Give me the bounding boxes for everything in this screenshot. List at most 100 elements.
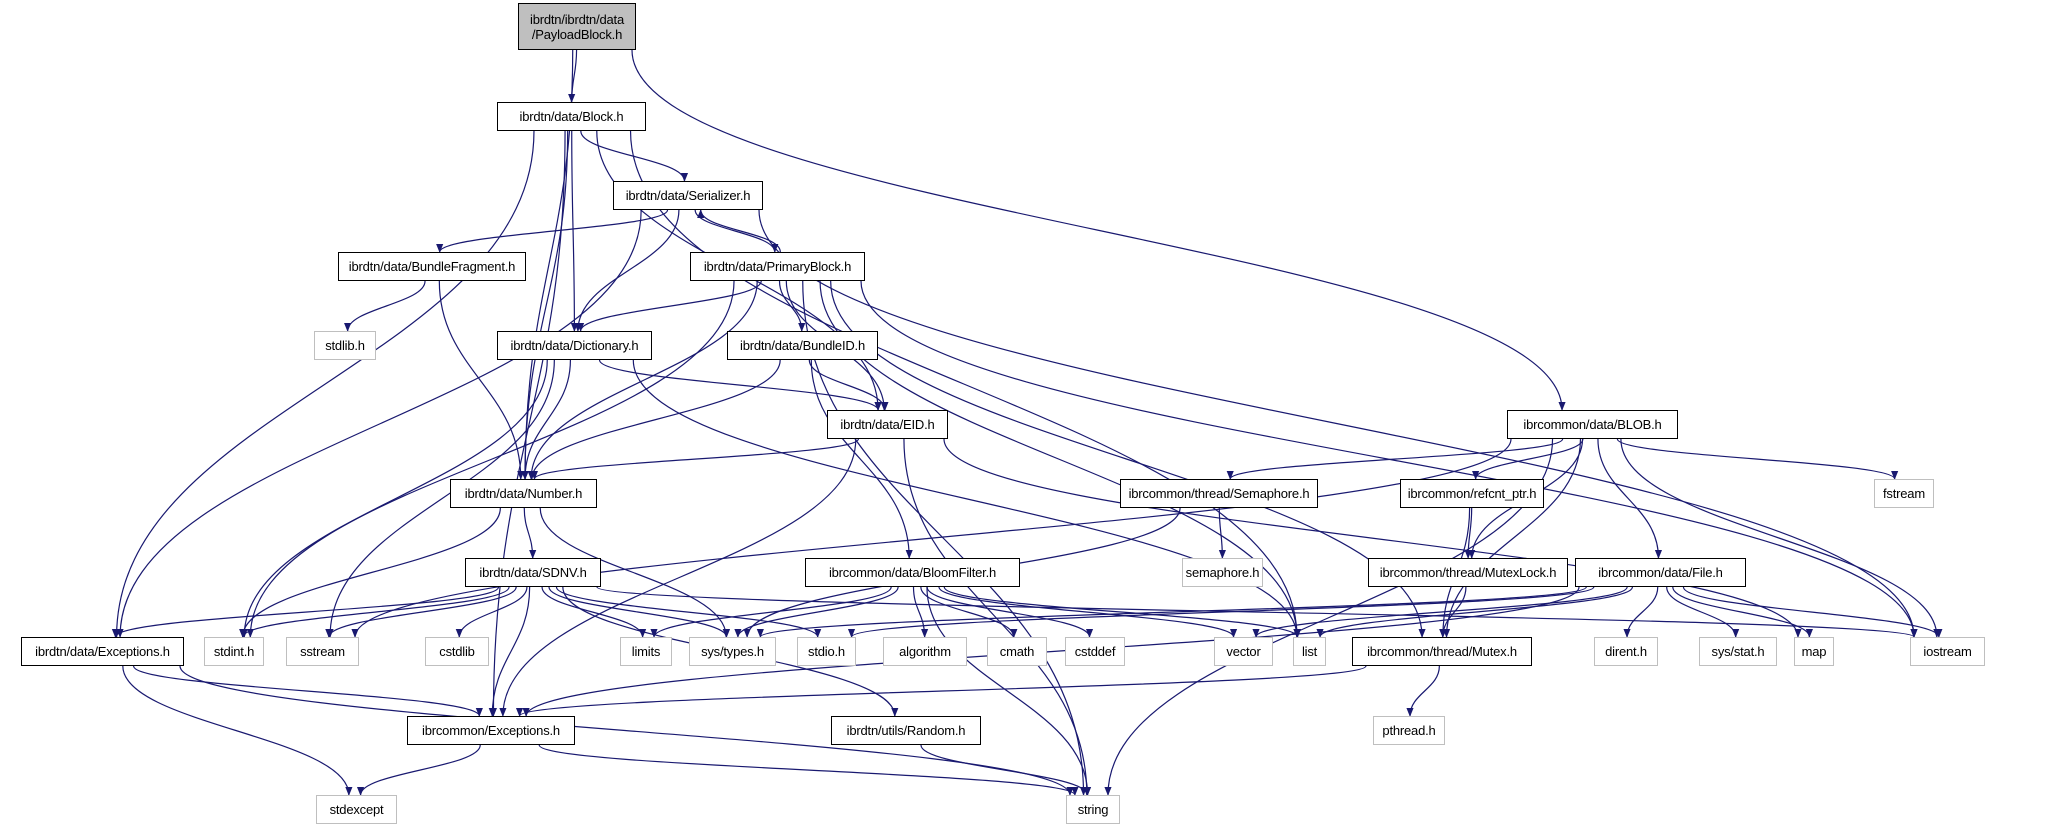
edge-number-to-sdnv <box>523 507 537 559</box>
edge-file-to-systypes <box>757 586 1587 638</box>
edge-blob-to-mutex <box>1442 438 1582 638</box>
edge-block-to-number <box>521 130 569 480</box>
edge-number-to-stdint <box>239 507 501 638</box>
node-refcnt[interactable]: ibrcommon/refcnt_ptr.h <box>1400 479 1544 508</box>
edge-primary-to-stdint <box>246 280 735 638</box>
node-cstddef: cstddef <box>1065 637 1125 666</box>
node-bloom[interactable]: ibrcommon/data/BloomFilter.h <box>805 558 1020 587</box>
edge-file-to-cexc <box>522 586 1580 717</box>
node-stdint: stdint.h <box>204 637 264 666</box>
node-dexc[interactable]: ibrdtn/data/Exceptions.h <box>21 637 184 666</box>
node-mutexlock[interactable]: ibrcommon/thread/MutexLock.h <box>1368 558 1568 587</box>
edge-block-to-cexc <box>489 130 566 717</box>
node-stdexcept: stdexcept <box>316 795 397 824</box>
node-string: string <box>1066 795 1120 824</box>
edge-blob-to-sstream <box>351 438 1512 638</box>
edge-primary-to-serializer <box>697 209 781 253</box>
node-list: list <box>1293 637 1326 666</box>
edge-primary-to-string <box>802 280 1088 796</box>
edge-serializer-to-bundlefragment <box>436 209 669 253</box>
edge-number-to-systypes <box>539 507 730 638</box>
edge-bloom-to-vector <box>938 586 1238 638</box>
edge-sdnv-to-iostream <box>596 586 1918 638</box>
edge-semaphore-to-semaphoreh <box>1218 507 1226 559</box>
node-cexc[interactable]: ibrcommon/Exceptions.h <box>407 716 575 745</box>
node-block[interactable]: ibrdtn/data/Block.h <box>497 102 646 131</box>
edge-cexc-to-stdexcept <box>356 744 481 796</box>
edge-sdnv-to-stdint <box>239 586 510 638</box>
node-algorithm: algorithm <box>883 637 967 666</box>
node-sysstat: sys/stat.h <box>1699 637 1777 666</box>
edge-bloom-to-systypes <box>734 586 899 638</box>
node-bundlefragment[interactable]: ibrdtn/data/BundleFragment.h <box>338 252 526 281</box>
node-limits: limits <box>620 637 672 666</box>
edge-eid-to-cexc <box>499 438 857 717</box>
edge-payload-to-blob <box>631 49 1566 411</box>
node-map: map <box>1794 637 1834 666</box>
edge-sdnv-to-systypes <box>548 586 731 638</box>
edge-file-to-dirent <box>1623 586 1659 638</box>
edge-block-to-list <box>629 130 1301 638</box>
edge-block-to-dictionary <box>570 130 579 332</box>
node-systypes: sys/types.h <box>689 637 776 666</box>
edge-serializer-to-dictionary <box>574 209 680 332</box>
node-dirent: dirent.h <box>1594 637 1658 666</box>
node-pthread: pthread.h <box>1373 716 1445 745</box>
edge-bundlefragment-to-number <box>438 280 525 480</box>
edge-eid-to-number <box>530 438 859 480</box>
edge-serializer-to-iostream <box>758 209 1918 638</box>
node-sdnv[interactable]: ibrdtn/data/SDNV.h <box>465 558 601 587</box>
node-dictionary[interactable]: ibrdtn/data/Dictionary.h <box>497 331 652 360</box>
edge-mutex-to-cexc <box>516 665 1367 717</box>
edge-primary-to-number <box>527 280 758 480</box>
node-stdlib: stdlib.h <box>314 331 376 360</box>
edge-file-to-vector <box>1252 586 1628 638</box>
node-eid[interactable]: ibrdtn/data/EID.h <box>827 410 948 439</box>
edge-bundleid-to-number <box>528 359 781 480</box>
edge-blob-to-iostream <box>1620 438 1941 638</box>
edge-blob-to-refcnt <box>1472 438 1584 480</box>
node-stdio: stdio.h <box>797 637 856 666</box>
edge-block-to-serializer <box>580 130 689 182</box>
edge-bloom-to-limits <box>650 586 892 638</box>
node-file[interactable]: ibrcommon/data/File.h <box>1575 558 1746 587</box>
node-payload[interactable]: ibrdtn/ibrdtn/data /PayloadBlock.h <box>518 3 636 50</box>
edge-sdnv-to-cstdlib <box>455 586 528 638</box>
node-mutex[interactable]: ibrcommon/thread/Mutex.h <box>1352 637 1532 666</box>
edge-sdnv-to-stdio <box>555 586 822 638</box>
edge-eid-to-string <box>903 438 1091 796</box>
edge-file-to-stdio <box>848 586 1595 638</box>
edge-primary-to-bundleid <box>778 280 806 332</box>
edge-bloom-to-algorithm <box>912 586 929 638</box>
edge-eid-to-map <box>943 438 1802 638</box>
edge-file-to-list <box>1316 586 1634 638</box>
node-fstream: fstream <box>1874 479 1934 508</box>
edge-mutexlock-to-mutex <box>1439 586 1467 638</box>
node-primary[interactable]: ibrdtn/data/PrimaryBlock.h <box>690 252 865 281</box>
edge-dictionary-to-stdint <box>240 359 548 638</box>
edge-refcnt-to-mutexlock <box>1464 507 1473 559</box>
edge-mutex-to-pthread <box>1406 665 1440 717</box>
node-cstdlib: cstdlib <box>425 637 489 666</box>
edge-sdnv-to-sstream <box>325 586 517 638</box>
node-sstream: sstream <box>286 637 359 666</box>
edge-file-to-sysstat <box>1666 586 1740 638</box>
edge-dictionary-to-eid <box>598 359 882 411</box>
edge-primary-to-dictionary <box>577 280 762 332</box>
edge-sdnv-to-dexc <box>111 586 500 638</box>
edge-sdnv-to-cexc <box>488 586 531 717</box>
node-cmath: cmath <box>987 637 1047 666</box>
node-random[interactable]: ibrdtn/utils/Random.h <box>831 716 981 745</box>
edge-dexc-to-stdexcept <box>122 665 353 796</box>
node-bundleid[interactable]: ibrdtn/data/BundleID.h <box>727 331 878 360</box>
node-serializer[interactable]: ibrdtn/data/Serializer.h <box>613 181 763 210</box>
edge-bloom-to-cstddef <box>926 586 1094 638</box>
node-blob[interactable]: ibrcommon/data/BLOB.h <box>1507 410 1678 439</box>
node-vector: vector <box>1214 637 1273 666</box>
node-semaphore[interactable]: ibrcommon/thread/Semaphore.h <box>1120 479 1318 508</box>
node-iostream: iostream <box>1910 637 1985 666</box>
edge-block-to-dexc <box>112 130 535 638</box>
node-number[interactable]: ibrdtn/data/Number.h <box>450 479 597 508</box>
edge-cexc-to-string <box>538 744 1079 796</box>
